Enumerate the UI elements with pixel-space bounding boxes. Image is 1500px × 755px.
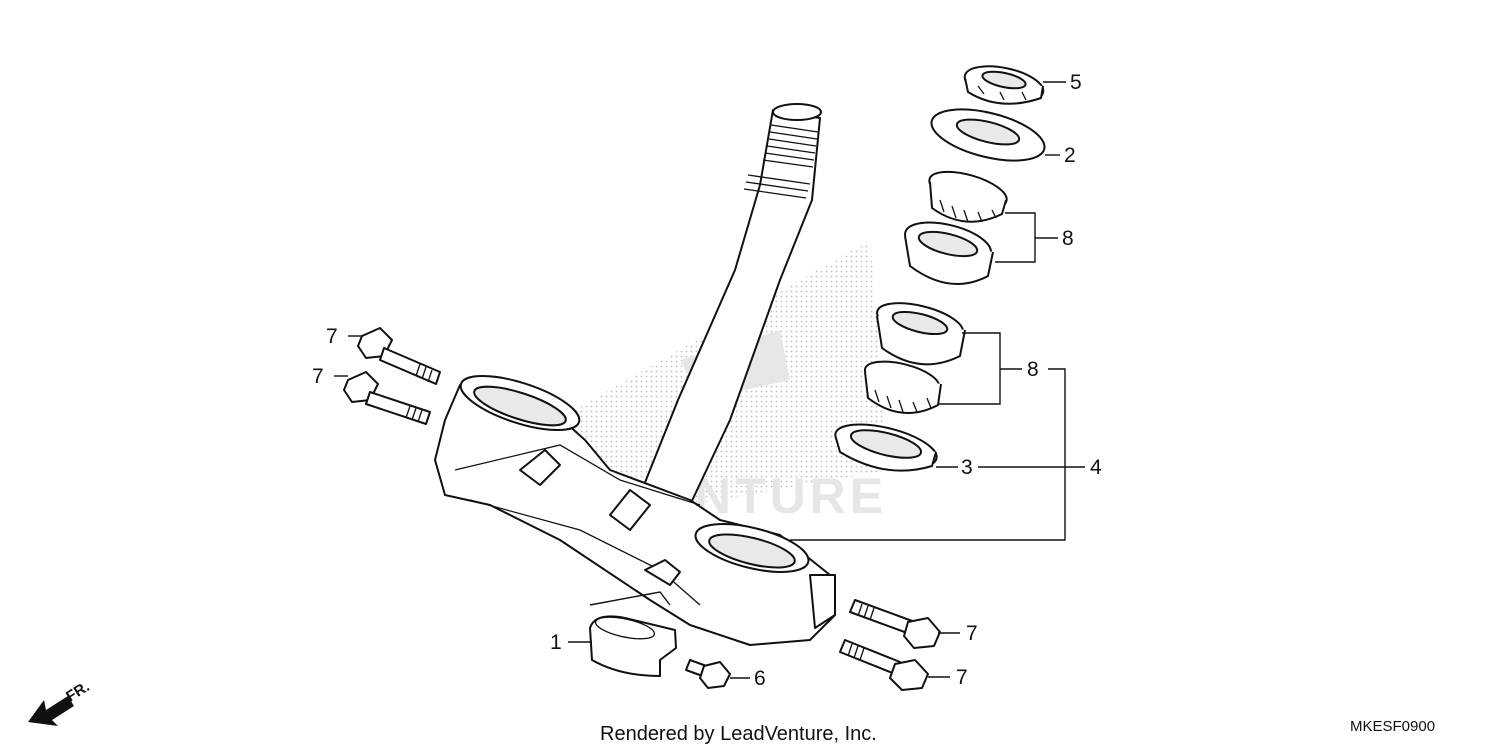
handlebar-clamp: [589, 615, 677, 677]
callout-5: 5: [1070, 71, 1082, 94]
lower-bearing-cage-side: [864, 371, 942, 414]
upper-bearing: [904, 170, 1008, 285]
upper-bearing-rollers: [939, 199, 997, 223]
right-fork-bore-inner: [708, 533, 796, 569]
clamp-rib-top: [454, 444, 701, 506]
lower-dust-seal-inner: [849, 429, 923, 459]
front-direction-indicator: FR.: [28, 678, 93, 726]
bolt-small: [685, 659, 731, 689]
callout-7-upper-right: 7: [966, 622, 978, 645]
lower-bearing: [863, 302, 966, 414]
leader-8-lower: [938, 332, 1022, 405]
bolt-head: [903, 617, 941, 649]
bolt-thread: [857, 603, 875, 621]
callout-4: 4: [1090, 456, 1102, 479]
callout-8-upper: 8: [1062, 227, 1074, 250]
dust-seal-inner: [955, 118, 1021, 146]
bolt-shank: [365, 391, 431, 425]
lower-dust-seal: [834, 423, 938, 472]
bolt-thread: [415, 363, 433, 383]
diagram-code: MKESF0900: [1350, 718, 1435, 735]
dust-seal: [930, 108, 1046, 162]
callout-7-lower-left: 7: [312, 365, 324, 388]
leader-8-upper: [995, 212, 1058, 263]
bolt-right-lower: [839, 639, 929, 691]
left-fork-bore-inner: [473, 385, 567, 427]
callout-7-upper-left: 7: [326, 325, 338, 348]
clamp-pointer-line: [589, 591, 671, 606]
bolt-left-lower: [343, 371, 431, 425]
lower-bearing-rollers: [874, 389, 932, 413]
front-arrow-icon: [28, 696, 74, 726]
upper-bearing-race-bore: [917, 230, 979, 258]
bolt-shank: [839, 639, 901, 675]
callout-3: 3: [961, 456, 973, 479]
lower-bearing-race-bore: [891, 310, 949, 336]
pinch-ear: [809, 574, 836, 629]
clamp-gusset-center: [609, 489, 651, 531]
clamp-bore: [594, 616, 656, 640]
callout-6: 6: [754, 667, 766, 690]
clamp-gusset-left: [519, 449, 561, 486]
bolt-thread: [847, 643, 865, 661]
bolt-head: [889, 659, 929, 691]
lock-nut: [963, 65, 1045, 105]
bolt-shank: [379, 347, 441, 385]
callout-1: 1: [550, 631, 562, 654]
stem-threads: [743, 124, 819, 199]
callout-8-lower: 8: [1027, 358, 1039, 381]
leader-lines: [334, 81, 1085, 679]
bolt-right-upper: [849, 599, 941, 649]
upper-bearing-cage-side: [929, 181, 1007, 223]
stem-top-end: [772, 103, 822, 121]
clamp-rib-bottom: [469, 499, 701, 606]
leader-4-bracket: [790, 368, 1066, 541]
callout-labels: 5 2 8 8 3 4 7 7 7 7 1 6: [312, 71, 1102, 690]
render-credit: Rendered by LeadVenture, Inc.: [600, 723, 877, 745]
steering-stem-assembly: [434, 103, 836, 646]
lock-nut-slots: [977, 85, 1027, 101]
bolt-left-upper: [357, 327, 441, 385]
clamp-boss: [644, 559, 681, 586]
bolt-head: [699, 661, 731, 689]
callout-7-lower-right: 7: [956, 666, 968, 689]
callout-2: 2: [1064, 144, 1076, 167]
bolt-thread: [405, 405, 423, 423]
lock-nut-hole: [981, 70, 1027, 90]
clamp-body: [589, 615, 677, 677]
